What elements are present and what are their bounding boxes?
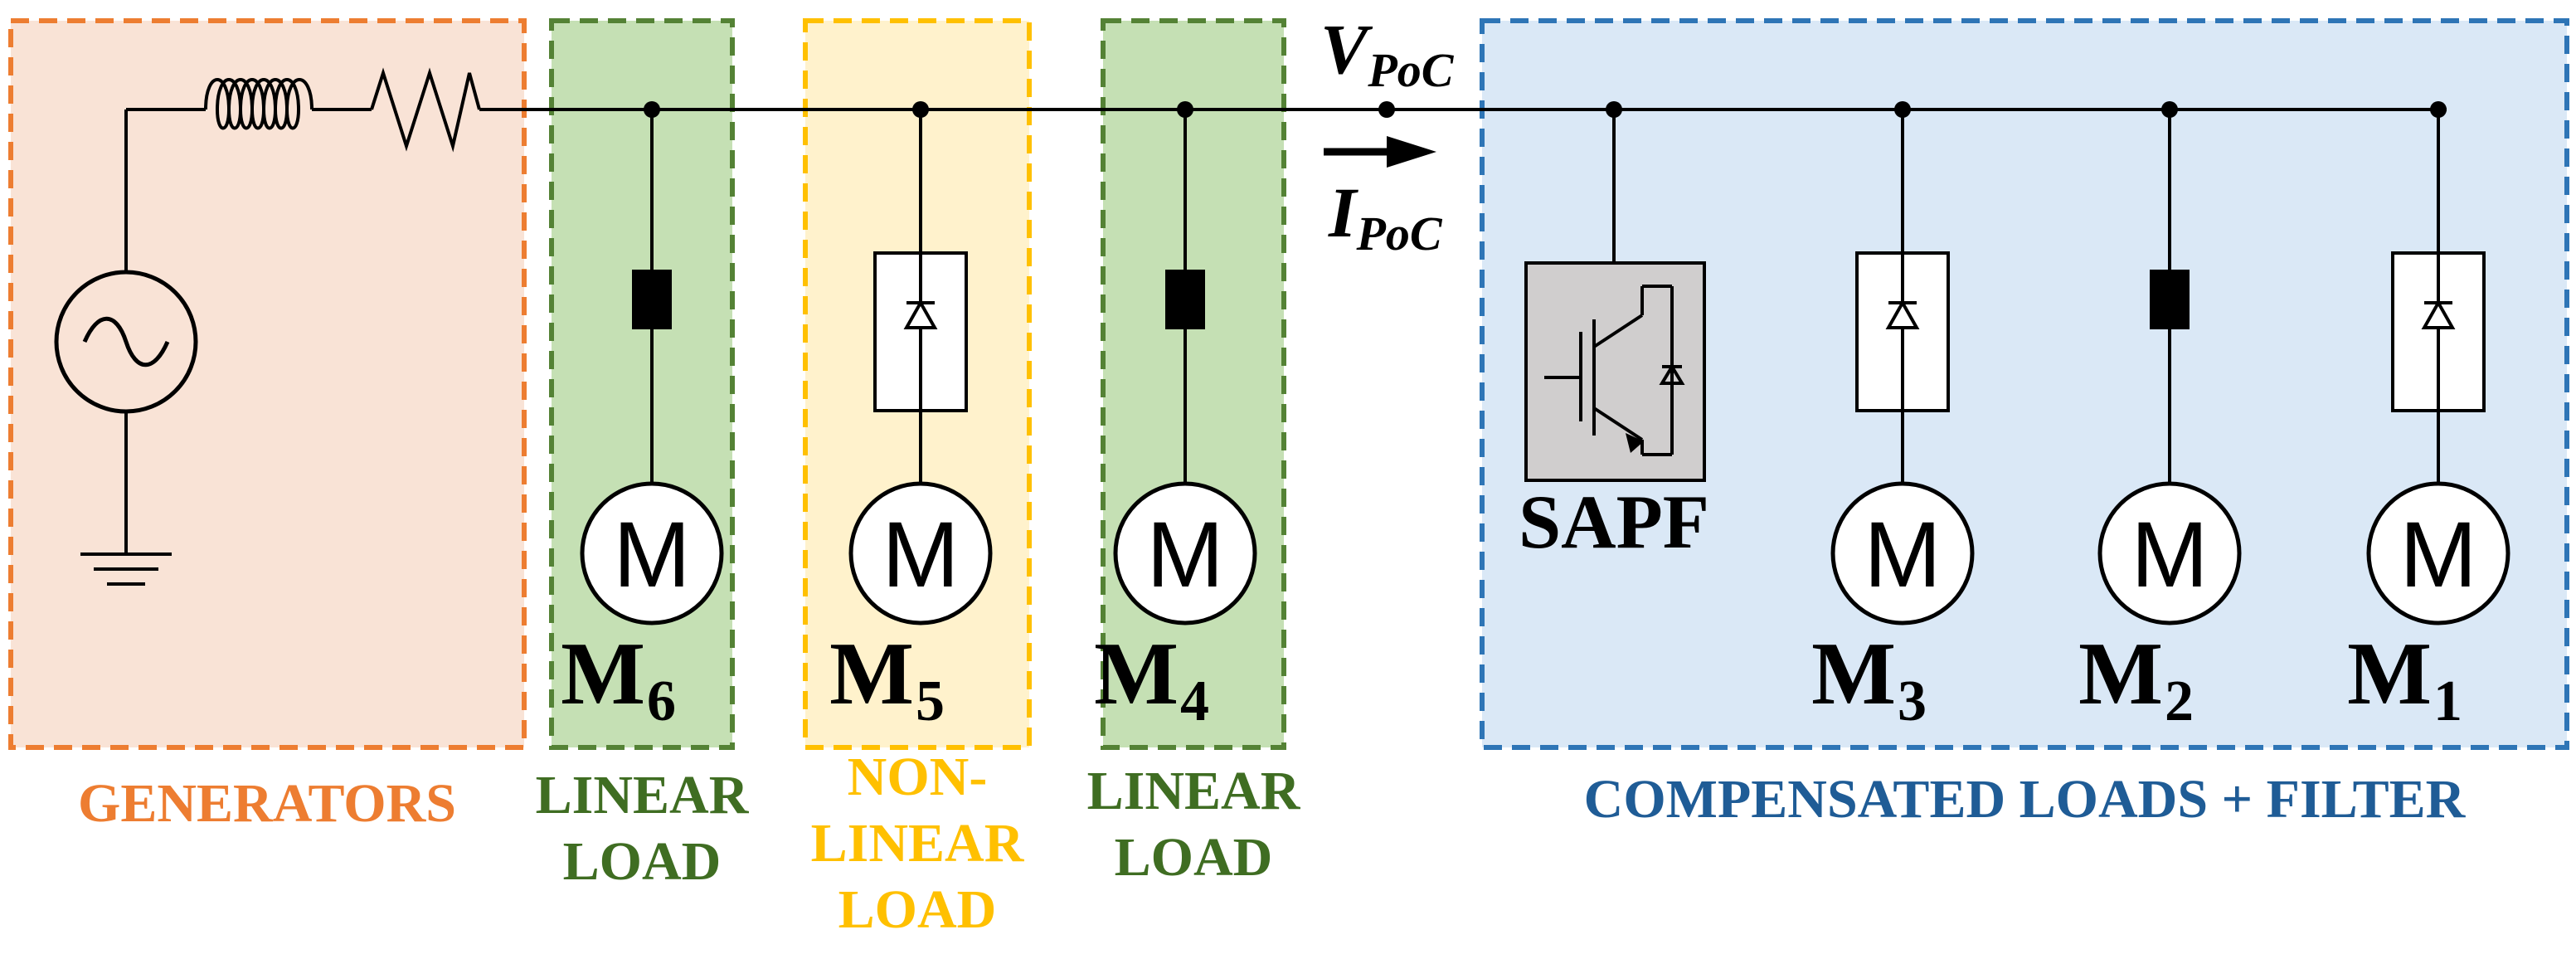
branch-m4: M M 4 [1094, 101, 1257, 733]
resistor-icon [370, 67, 481, 153]
linear-load-1-region [549, 18, 735, 750]
nonlinear-load-label-line-1: NON- [848, 747, 988, 807]
generator-source [54, 108, 206, 554]
branch-m3: M M 3 [1811, 101, 1975, 733]
linear-load-block-icon [632, 270, 672, 329]
generators-region [8, 18, 527, 750]
branch-sapf: SAPF [1519, 101, 1709, 564]
motor-m4-subscript: 4 [1180, 669, 1209, 733]
motor-m1-icon [2366, 481, 2510, 625]
motor-m1-name: M [2347, 625, 2432, 723]
motor-m1-subscript: 1 [2433, 669, 2462, 733]
motor-m5-subscript: 5 [916, 669, 945, 733]
nonlinear-load-label-line-2: LINEAR [811, 813, 1025, 874]
inductor-icon [204, 78, 313, 130]
linear-load-2-label-line-1: LINEAR [1087, 761, 1301, 821]
linear-load-1-label-line-1: LINEAR [536, 765, 750, 825]
motor-m5-icon [848, 481, 993, 625]
branch-m5: M M 5 [829, 101, 993, 733]
motor-m2-subscript: 2 [2165, 669, 2194, 733]
igbt-icon [1544, 285, 1682, 456]
voltage-poc-label: VPoC [1320, 9, 1455, 97]
motor-m6-icon [580, 481, 724, 625]
motor-m2-symbol: M [2131, 503, 2208, 606]
motor-m4-symbol: M [1146, 503, 1223, 606]
motor-m2-name: M [2078, 625, 2163, 723]
poc-node [1378, 101, 1395, 118]
compensated-label: COMPENSATED LOADS + FILTER [1584, 769, 2467, 830]
sapf-block [1524, 261, 1706, 482]
motor-m6-name: M [561, 625, 645, 723]
linear-load-2-region [1101, 18, 1286, 750]
motor-m6-symbol: M [613, 503, 690, 606]
sapf-label: SAPF [1519, 479, 1709, 564]
linear-load-block-icon [2150, 270, 2190, 329]
motor-m4-icon [1113, 481, 1257, 625]
motor-m6-subscript: 6 [647, 669, 676, 733]
motor-m3-icon [1830, 481, 1975, 625]
rectifier-diode-icon [1855, 251, 1950, 412]
motor-m4-name: M [1094, 625, 1179, 723]
linear-load-2-label-line-2: LOAD [1115, 827, 1273, 888]
branch-m1: M M 1 [2347, 101, 2510, 733]
motor-m5-symbol: M [882, 503, 959, 606]
linear-load-1-label-line-2: LOAD [563, 831, 722, 892]
nonlinear-load-label-line-3: LOAD [838, 879, 997, 940]
motor-m3-subscript: 3 [1898, 669, 1927, 733]
linear-load-block-icon [1165, 270, 1205, 329]
rectifier-diode-icon [2391, 251, 2486, 412]
branch-m2: M M 2 [2078, 101, 2242, 733]
current-poc-label: IPoC [1328, 173, 1443, 260]
motor-m3-name: M [1811, 625, 1896, 723]
rectifier-diode-icon [873, 251, 968, 412]
branch-m6: M M 6 [561, 101, 724, 733]
motor-m1-symbol: M [2399, 503, 2476, 606]
motor-m2-icon [2097, 481, 2242, 625]
ground-icon [80, 552, 172, 586]
current-direction-arrow-icon [1324, 136, 1436, 168]
motor-m5-name: M [829, 625, 914, 723]
generators-label: GENERATORS [78, 773, 456, 834]
motor-m3-symbol: M [1864, 503, 1941, 606]
